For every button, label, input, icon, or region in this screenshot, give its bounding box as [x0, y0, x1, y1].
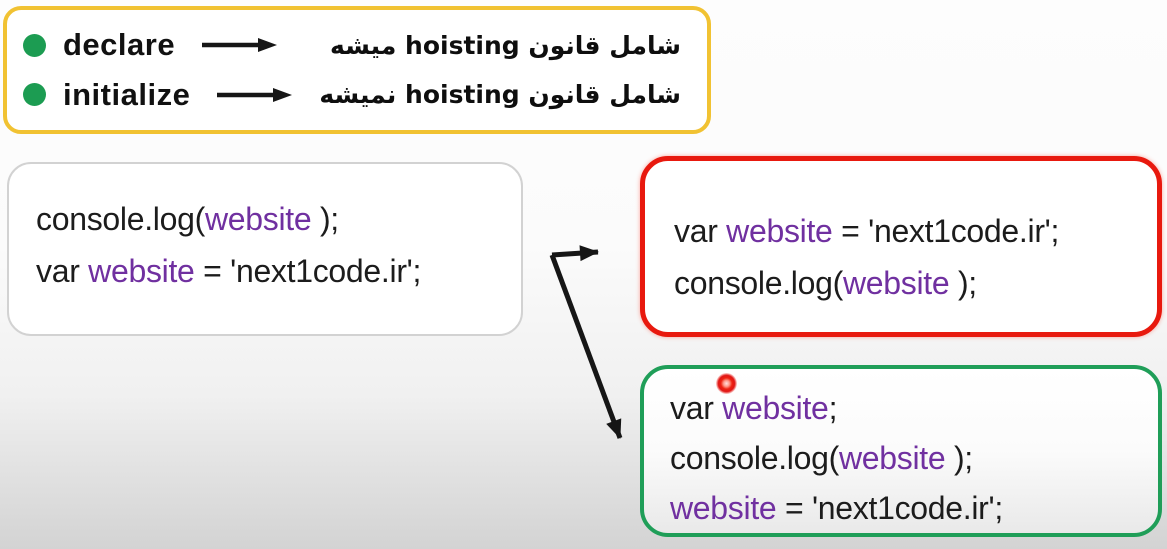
legend-row-initialize: initialize شامل قانون hoisting نمیشه [23, 77, 693, 113]
arrow-to-red-box [551, 245, 599, 262]
code-token: var [674, 213, 727, 249]
code-line: var website = 'next1code.ir'; [674, 205, 1157, 257]
arrow-to-green-box [549, 254, 623, 439]
right-arrow-icon [202, 38, 278, 53]
code-token-variable: website [726, 213, 833, 249]
code-token: var [36, 253, 89, 289]
code-line: console.log(website ); [36, 193, 521, 245]
code-token-variable: website [842, 265, 950, 301]
code-token: = 'next1code.ir'; [832, 213, 1060, 249]
legend-row-declare: declare شامل قانون hoisting میشه [23, 27, 693, 63]
code-token-variable: website [722, 390, 829, 426]
code-token: ); [311, 201, 339, 237]
code-token: var [670, 390, 723, 426]
code-line: console.log(website ); [674, 257, 1157, 309]
code-token: ; [828, 390, 838, 426]
code-token: console.log( [36, 201, 205, 237]
legend-term-initialize: initialize [63, 76, 191, 112]
code-token: = 'next1code.ir'; [776, 490, 1003, 526]
code-token: console.log( [670, 440, 839, 476]
hoisting-legend-box: declare شامل قانون hoisting میشه initial… [3, 6, 711, 134]
code-line: var website; [670, 383, 1158, 433]
legend-note-initialize: شامل قانون hoisting نمیشه [319, 80, 681, 110]
code-token-variable: website [88, 253, 195, 289]
hoisting-applies-code-box: var website = 'next1code.ir';console.log… [640, 156, 1162, 337]
code-token: = 'next1code.ir'; [194, 253, 422, 289]
green-bullet-icon [23, 83, 46, 107]
legend-note-declare: شامل قانون hoisting میشه [330, 30, 681, 60]
green-bullet-icon [23, 33, 46, 57]
code-line: console.log(website ); [670, 433, 1158, 483]
code-token: ); [945, 440, 973, 476]
code-token: ); [949, 265, 977, 301]
code-token-variable: website [670, 490, 777, 526]
source-code-box: console.log(website );var website = 'nex… [7, 162, 523, 336]
code-token-variable: website [204, 201, 312, 237]
code-token-variable: website [838, 440, 946, 476]
code-line: website = 'next1code.ir'; [670, 483, 1158, 533]
legend-term-declare: declare [63, 27, 176, 63]
code-token: console.log( [674, 265, 843, 301]
code-line: var website = 'next1code.ir'; [36, 245, 521, 297]
laser-pointer-dot [716, 373, 737, 394]
right-arrow-icon [217, 87, 293, 102]
